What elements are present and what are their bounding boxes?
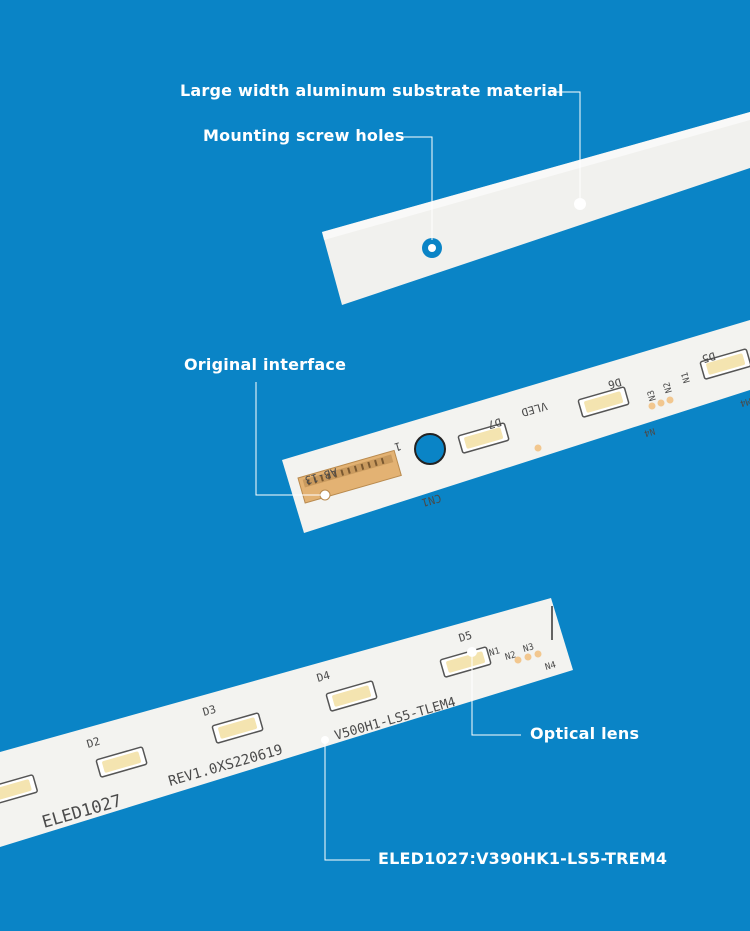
led-label-d6: D6 [606, 375, 622, 391]
note-n1-bottom: N1 [488, 646, 501, 659]
note-n2: N2 [662, 381, 675, 394]
callout-line-screw-holes [402, 136, 433, 240]
led-label-d3: D3 [201, 703, 217, 719]
callout-line-lens [471, 656, 521, 736]
note-n4: N4 [643, 425, 656, 438]
led-label-d5: D5 [457, 629, 473, 645]
pcb-text-cn: CN1 [420, 491, 443, 509]
led-label-d2: D2 [85, 735, 101, 751]
callout-interface: Original interface [184, 355, 347, 374]
callout-screw-holes: Mounting screw holes [203, 126, 405, 145]
mounting-hole [414, 433, 446, 465]
led-label-d7: D7 [486, 415, 502, 431]
model-marker [321, 736, 329, 744]
led-label-d4: D4 [315, 669, 332, 685]
note-n4-bottom: N4 [544, 660, 557, 673]
note-n3: N3 [646, 389, 659, 402]
callout-lens: Optical lens [530, 724, 640, 743]
callout-line-substrate [552, 91, 581, 204]
callout-line-interface [255, 382, 322, 496]
note-n1: N1 [680, 371, 693, 384]
callout-substrate: Large width aluminum substrate material [180, 81, 564, 100]
note-n2-bottom: N2 [504, 650, 517, 663]
pcb-text-1: 1 [393, 439, 403, 453]
led-label-d5: D5 [700, 349, 716, 365]
note-n3-bottom: N3 [522, 642, 535, 655]
callout-model: ELED1027:V390HK1-LS5-TREM4 [378, 849, 668, 868]
lens-marker [467, 647, 477, 657]
note-m4: M4 [739, 395, 750, 408]
callout-line-model [324, 744, 370, 861]
